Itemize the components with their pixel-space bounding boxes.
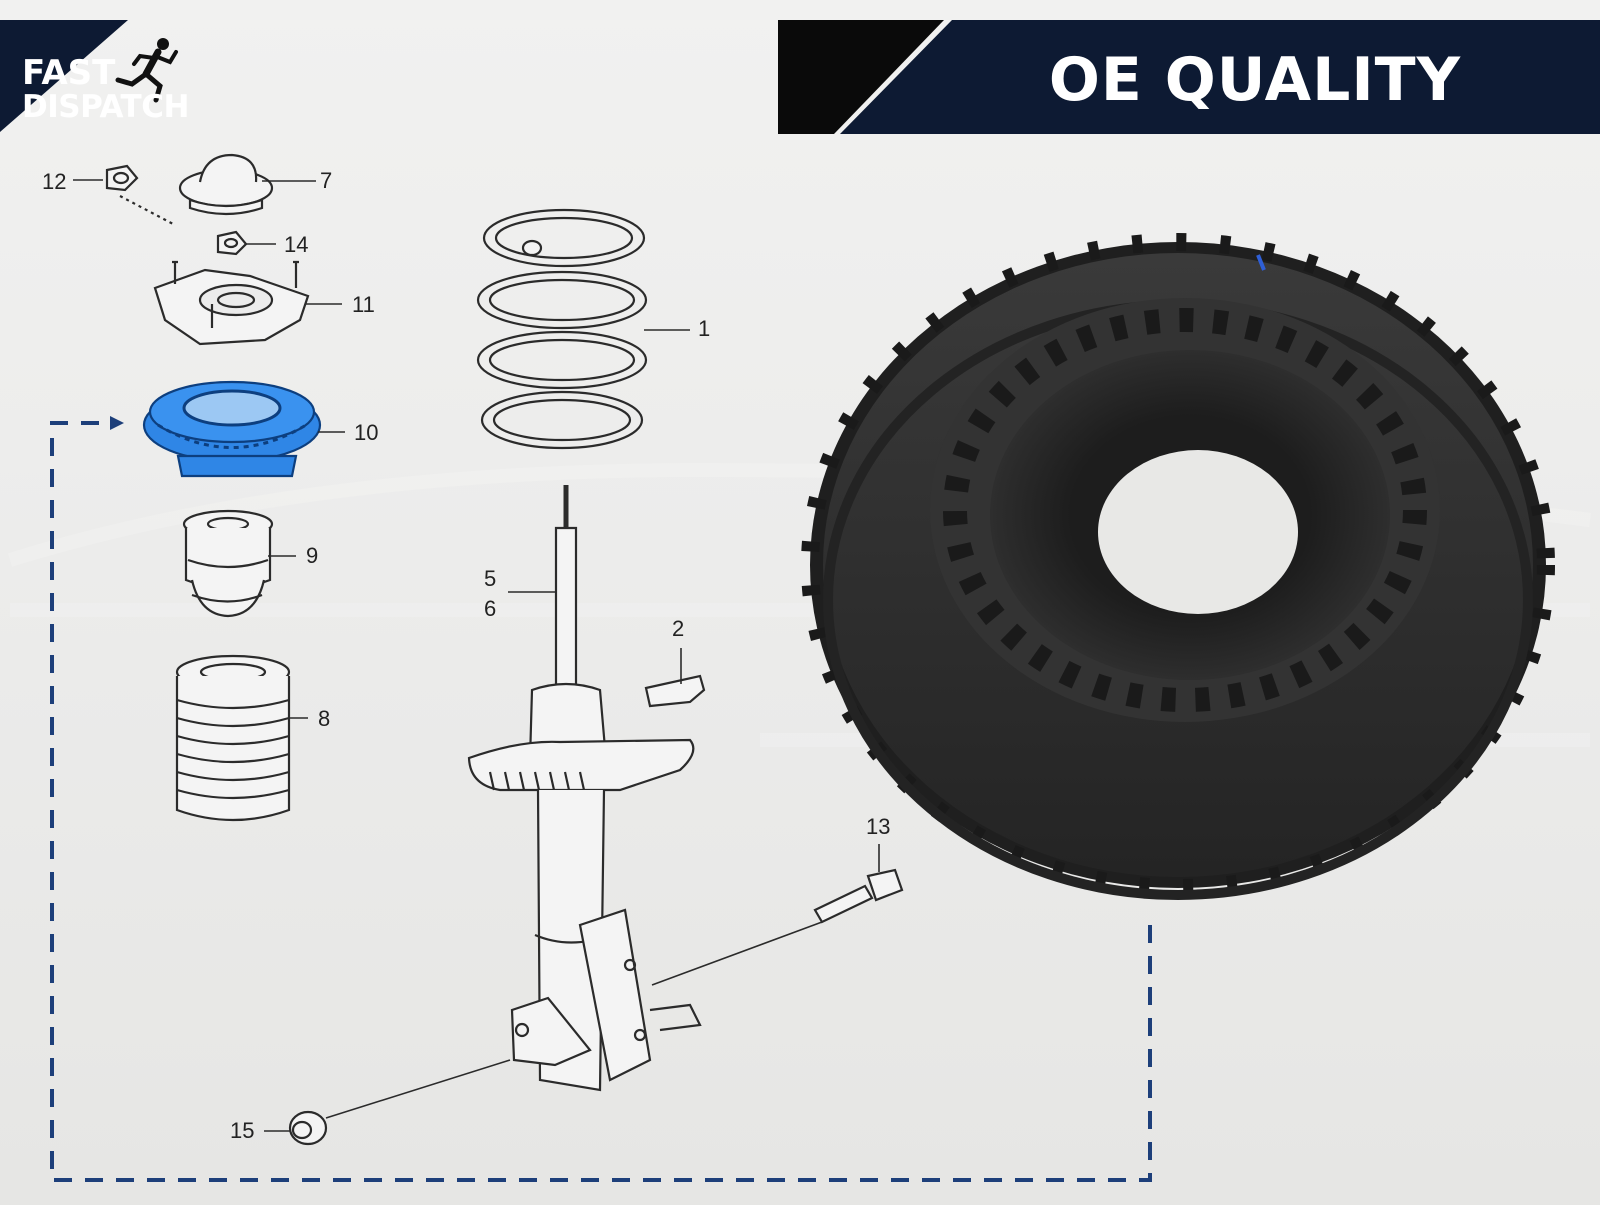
quality-banner-black [778, 20, 944, 134]
running-man-icon [115, 38, 178, 103]
exploded-parts-drawing [105, 153, 904, 1146]
part-8-dust-boot [175, 654, 291, 822]
callout-11: 11 [352, 292, 375, 317]
part-11-mount-plate [153, 260, 310, 346]
callout-8: 8 [318, 706, 331, 731]
part-5-6-strut [467, 485, 702, 1092]
logo-text-dispatch: DISPATCH [22, 89, 189, 125]
callout-15: 15 [230, 1118, 255, 1143]
callout-2: 2 [672, 616, 685, 641]
part-7-cap [178, 153, 274, 216]
strut-mount-photo [801, 233, 1555, 900]
part-2-clip [644, 674, 706, 708]
dashed-connector [50, 421, 1152, 1182]
callout-13: 13 [866, 814, 891, 839]
logo-badge [0, 20, 128, 132]
callout-6: 6 [484, 596, 497, 621]
callout-9: 9 [306, 543, 319, 568]
part-14-nut [216, 230, 248, 256]
logo-text-fast: FAST [22, 53, 116, 93]
part-13-bolt [651, 868, 904, 986]
banner-title: OE QUALITY [1048, 45, 1462, 115]
part-12-nut [105, 164, 176, 226]
part-15-bushing [288, 1059, 511, 1146]
callout-7: 7 [320, 168, 333, 193]
part-1-coil-spring [476, 208, 648, 450]
callout-leaders [73, 179, 880, 1132]
part-9-bump-stop [182, 509, 274, 618]
part-10-bearing-highlight [142, 380, 322, 478]
callout-5: 5 [484, 566, 497, 591]
callout-12: 12 [42, 169, 67, 194]
callout-1: 1 [698, 316, 711, 341]
callout-14: 14 [284, 232, 309, 257]
callout-10: 10 [354, 420, 379, 445]
quality-banner-navy [840, 20, 1600, 134]
connector-arrowhead [110, 416, 124, 430]
